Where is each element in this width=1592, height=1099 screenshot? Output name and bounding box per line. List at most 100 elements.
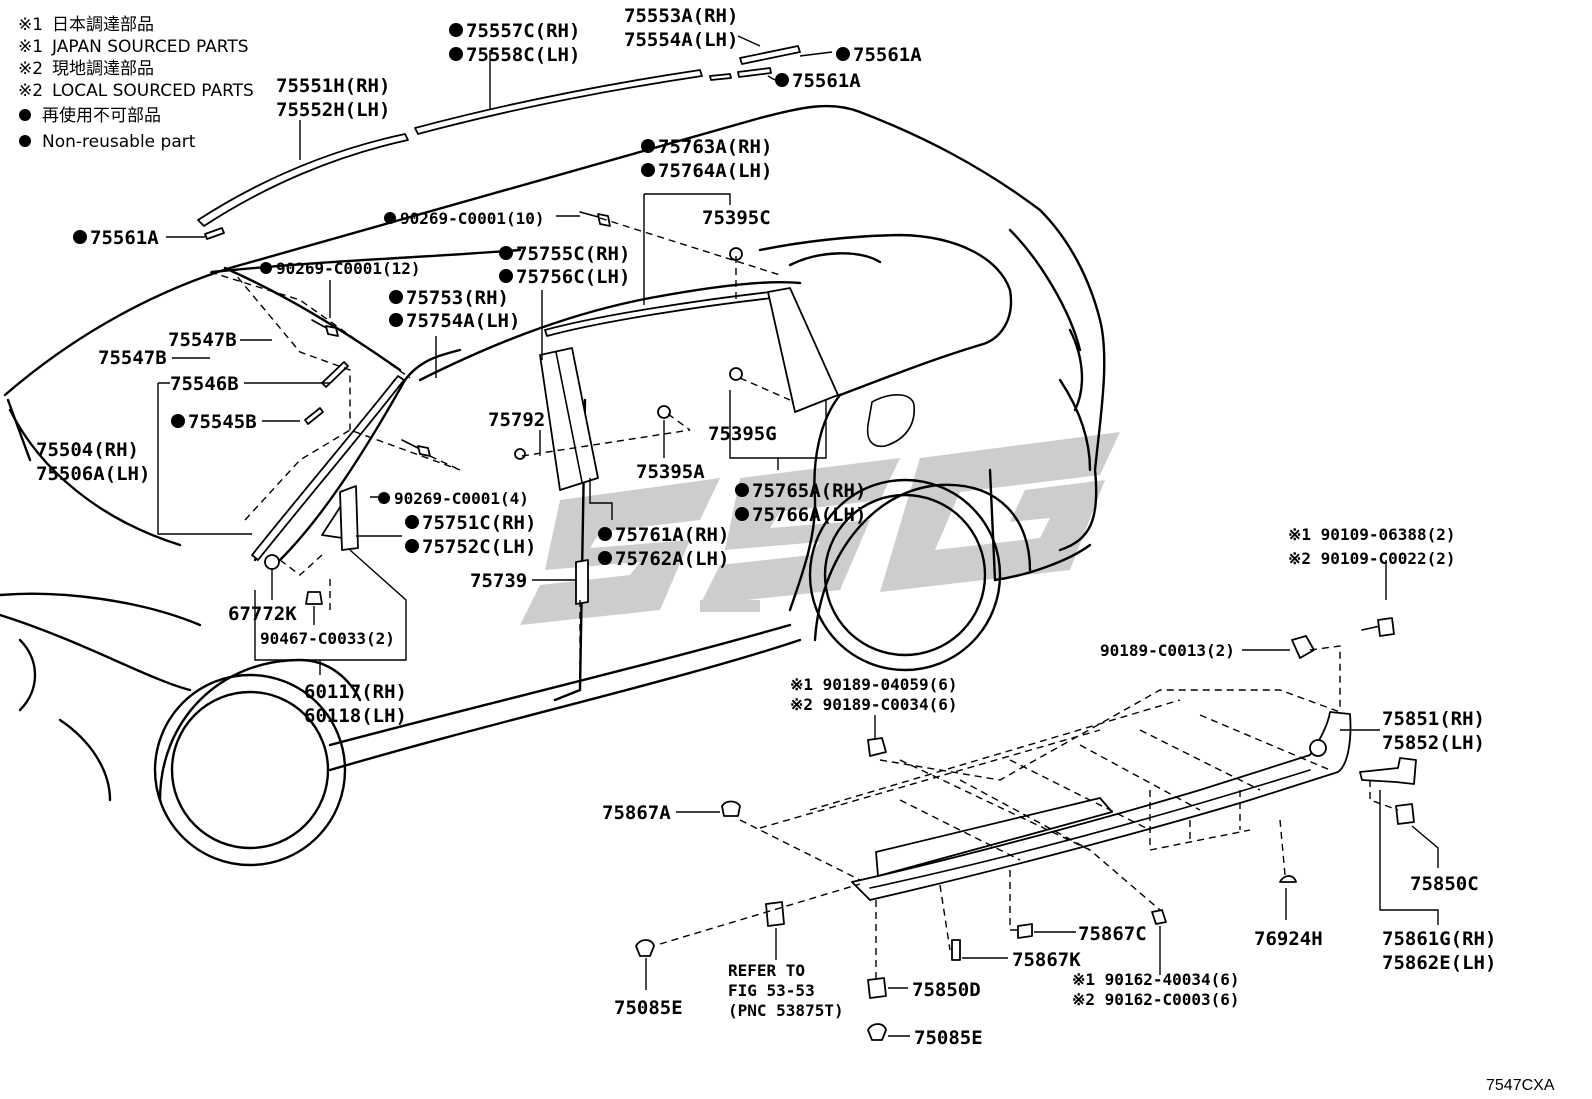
clip-75850c [1395,803,1415,825]
label-75085e-2: 75085E [914,1027,983,1049]
belt-molding [544,291,773,337]
windshield-molding-small2 [304,407,324,425]
bolt-75085e-1 [635,939,655,957]
door-strip-75739 [575,559,589,605]
non-reusable-dot-icon [499,269,513,283]
label-75552h: 75552H(LH) [276,99,390,121]
non-reusable-dot-icon [405,539,419,553]
roof-end-piece [739,45,801,65]
label-75547b-1: 75547B [168,329,237,351]
non-reusable-dot-icon [598,551,612,565]
non-reusable-dot-icon [641,163,655,177]
label-75561a-3: 75561A [90,227,159,249]
label-90189-c0013: 90189-C0013(2) [1100,641,1235,660]
legend-l2-en: LOCAL SOURCED PARTS [52,81,254,101]
clip-75867k [951,939,961,961]
legend-l2-jp: 現地調達部品 [52,59,154,79]
non-reusable-dot-icon [499,246,513,260]
ssg-watermark [520,432,1120,625]
non-reusable-dot-icon [389,313,403,327]
label-76924h: 76924H [1254,928,1323,950]
bolt-75085e-2 [867,1023,887,1041]
label-60118: 60118(LH) [304,705,407,727]
non-reusable-dot-icon [405,515,419,529]
label-75553a: 75553A(RH) [624,5,738,27]
non-reusable-dot-icon [389,290,403,304]
label-75395a: 75395A [636,461,705,483]
label-75851: 75851(RH) [1382,708,1485,730]
rocker-panel [851,711,1352,901]
label-75506a: 75506A(LH) [36,463,150,485]
label-75867a: 75867A [602,802,671,824]
legend-l2-mark-en: ※2 [18,81,43,101]
label-75561a-1: 75561A [853,44,922,66]
clip-75867c [1017,923,1033,939]
non-reusable-dot-icon [73,230,87,244]
label-75792: 75792 [488,409,545,431]
legend-j1-mark-en: ※1 [18,37,43,57]
label-75766a: 75766A(LH) [752,504,866,526]
legend-nr-jp: 再使用不可部品 [42,105,161,126]
label-75850d: 75850D [912,979,981,1001]
non-reusable-dot-icon [384,212,396,224]
label-75753: 75753(RH) [406,287,509,309]
label-75852: 75852(LH) [1382,732,1485,754]
legend-j1-jp: 日本調達部品 [52,15,154,35]
roof-molding-front [197,133,409,227]
label-75546b: 75546B [170,373,239,395]
label-90109-j1: ※1 90109-06388(2) [1288,525,1456,544]
quarter-window-molding [339,485,359,551]
vehicle-body [0,104,1106,867]
label-90269-c0001-4: 90269-C0001(4) [394,489,529,508]
label-75752c: 75752C(LH) [422,536,536,558]
roof-molding-rear [414,69,703,135]
non-reusable-dot-icon [775,73,789,87]
label-refer-fig: FIG 53-53 [728,981,815,1000]
label-60117: 60117(RH) [304,681,407,703]
non-reusable-dot-icon [19,135,31,147]
label-75762a: 75762A(LH) [615,548,729,570]
label-90189-l2: ※2 90189-C0034(6) [790,695,958,714]
label-75754a: 75754A(LH) [406,310,520,332]
label-75751c: 75751C(RH) [422,512,536,534]
label-75554a: 75554A(LH) [624,29,738,51]
bracket-75861g [1359,757,1417,785]
label-75761a: 75761A(RH) [615,524,729,546]
non-reusable-dot-icon [735,483,749,497]
non-reusable-dot-icon [171,414,185,428]
non-reusable-dot-icon [19,109,31,121]
label-75504: 75504(RH) [36,439,139,461]
label-90467-c0033: 90467-C0033(2) [260,629,395,648]
plug-76924h [1279,875,1297,883]
rocker-inner [875,797,1113,877]
non-reusable-dot-icon [836,47,850,61]
label-90109-l2: ※2 90109-C0022(2) [1288,549,1456,568]
legend-j1-mark: ※1 [18,15,43,35]
dashed-reference-lines [209,217,1399,980]
label-75755c: 75755C(RH) [516,243,630,265]
a-pillar-molding [251,375,405,561]
roof-clip-b [709,73,732,81]
non-reusable-dot-icon [378,492,390,504]
label-75395c: 75395C [702,207,771,229]
label-90269-c0001-12: 90269-C0001(12) [276,259,421,278]
label-90269-c0001-10: 90269-C0001(10) [400,209,545,228]
screw-90162 [1151,909,1167,925]
label-refer-pnc: (PNC 53875T) [728,1001,844,1020]
figure-code: 7547CXA [1486,1077,1555,1094]
label-90189-j1: ※1 90189-04059(6) [790,675,958,694]
label-75867k: 75867K [1012,949,1081,971]
label-75756c: 75756C(LH) [516,266,630,288]
label-75867c: 75867C [1078,923,1147,945]
roof-clip-a [737,67,772,78]
non-reusable-dot-icon [641,139,655,153]
label-75551h: 75551H(RH) [276,75,390,97]
label-67772k: 67772K [228,603,297,625]
legend-l2-mark: ※2 [18,59,43,79]
label-75764a: 75764A(LH) [658,160,772,182]
label-90162-l2: ※2 90162-C0003(6) [1072,990,1240,1009]
non-reusable-dot-icon [449,47,463,61]
label-75765a: 75765A(RH) [752,480,866,502]
non-reusable-dot-icon [260,262,272,274]
